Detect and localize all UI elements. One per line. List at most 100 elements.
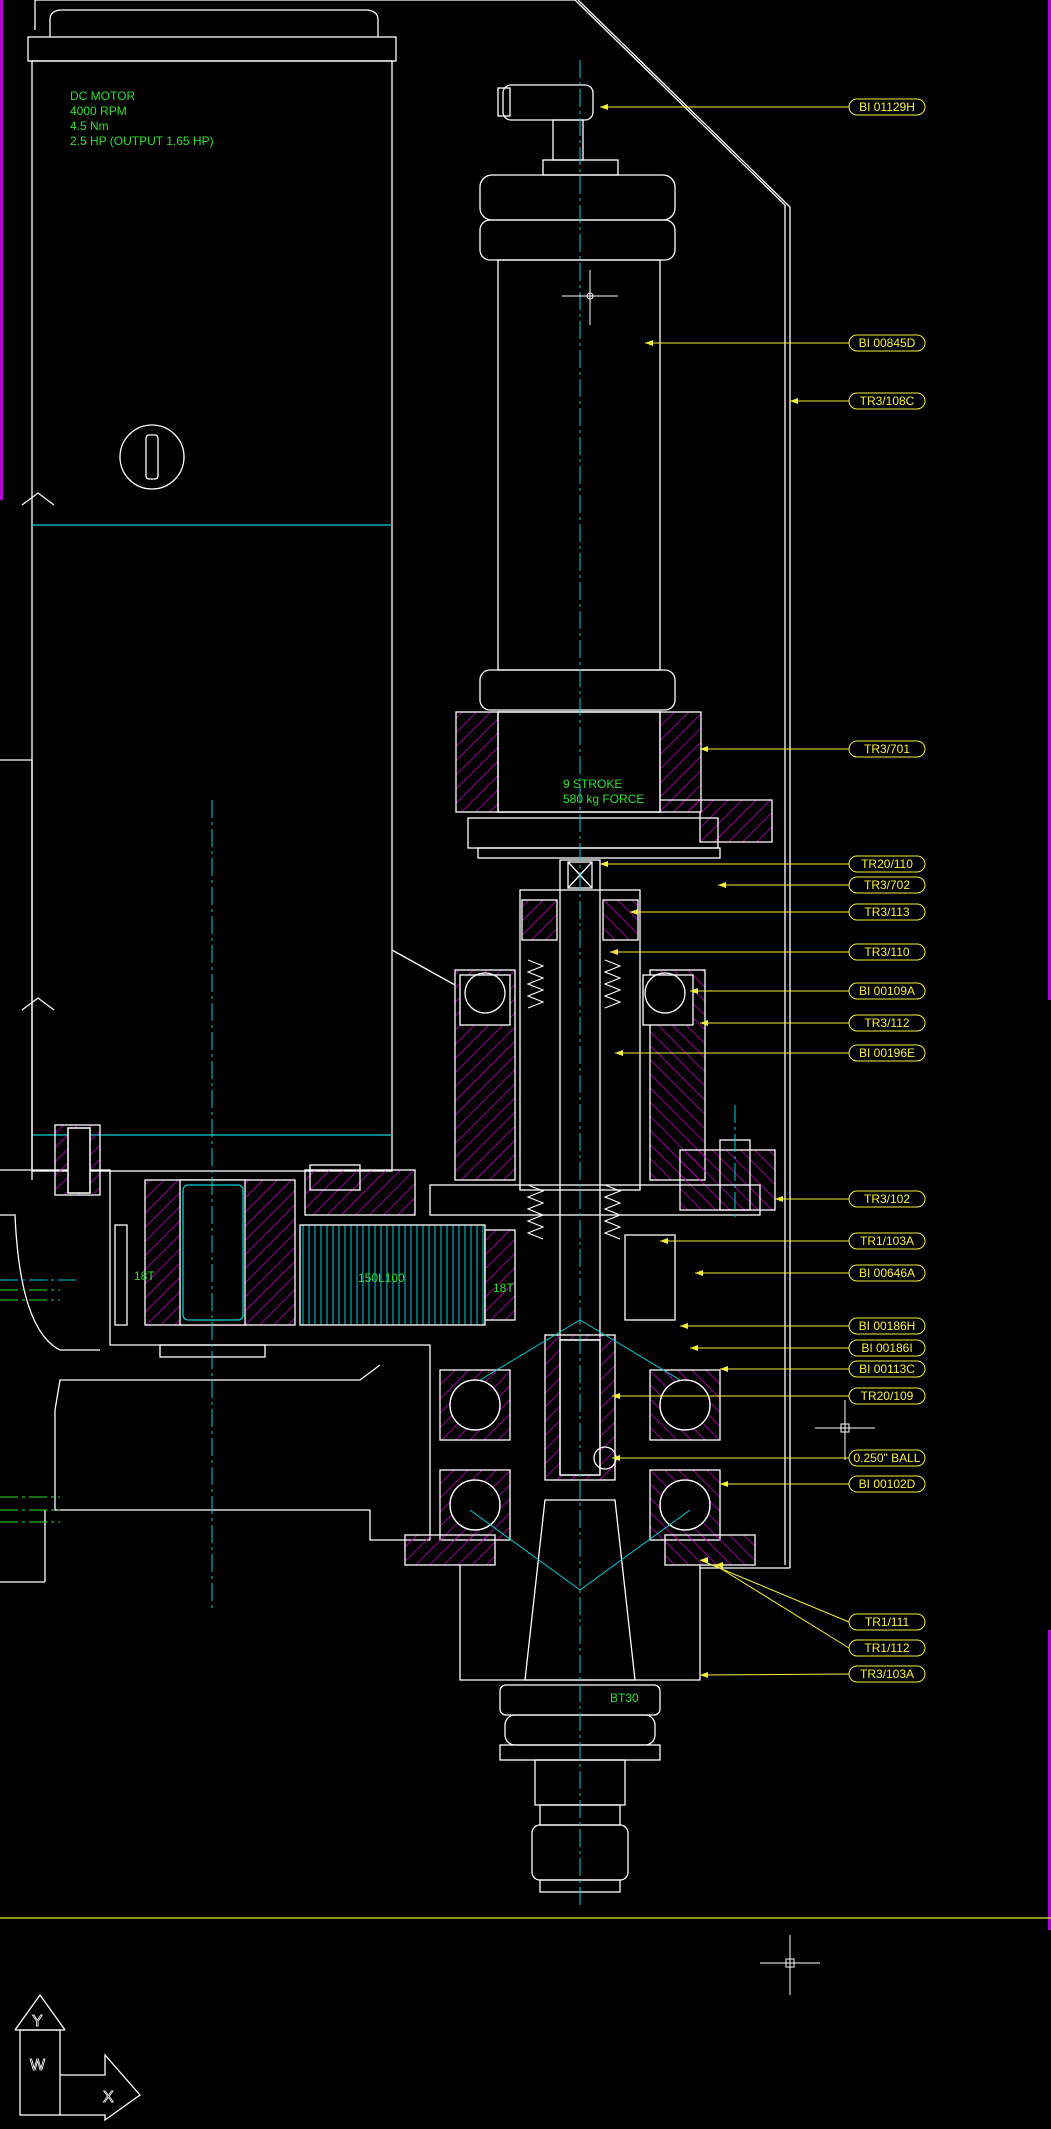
- callout-box: [848, 1665, 926, 1683]
- gear-label-right: 18T: [493, 1281, 514, 1295]
- gear-label-belt: 150L100: [358, 1271, 405, 1285]
- crosshair-markers: [562, 270, 875, 1995]
- lower-spindle: [404, 1334, 756, 1893]
- callout-arrowhead: [720, 1481, 728, 1487]
- callout-label: TR20/110: [861, 857, 913, 871]
- right-edge-accent-lower: [1048, 1630, 1051, 1930]
- ucs-y-label: Y: [32, 2013, 43, 2030]
- callout-arrowhead: [690, 1345, 698, 1351]
- callout-box: [848, 1232, 926, 1250]
- callout-box: [848, 1475, 926, 1493]
- spring-stack: [526, 959, 622, 1240]
- callout-leader: [714, 1564, 850, 1649]
- callout-label: BI 00102D: [859, 1477, 916, 1491]
- callout-box: [848, 1360, 926, 1378]
- left-edge-accent: [0, 0, 3, 500]
- motor-note-3: 4.5 Nm: [70, 119, 109, 133]
- motor-notes: DC MOTOR 4000 RPM 4.5 Nm 2.5 HP (OUTPUT …: [70, 89, 214, 148]
- callout-arrowhead: [612, 1393, 620, 1399]
- callout-label: TR3/702: [864, 878, 910, 892]
- callout-label: TR3/701: [864, 742, 910, 756]
- callout-arrowhead: [700, 746, 708, 752]
- callout-box: [848, 855, 926, 873]
- callout-label: BI 00186H: [859, 1319, 916, 1333]
- callout-label: 0.250" BALL: [854, 1451, 921, 1465]
- callout-box: [848, 1339, 926, 1357]
- callout-leader: [699, 1559, 850, 1623]
- callout-leader: [699, 1673, 850, 1676]
- callout-box: [848, 1613, 926, 1631]
- callout-label: TR3/108C: [860, 394, 915, 408]
- ucs-w-label: W: [30, 2057, 46, 2074]
- callout-arrowhead: [715, 1562, 723, 1568]
- callout-arrowhead: [718, 882, 726, 888]
- callout-box: [848, 1449, 926, 1467]
- callout-label: TR1/103A: [860, 1234, 914, 1248]
- cylinder-note-2: 580 kg FORCE: [563, 792, 644, 806]
- callout-box: [848, 876, 926, 894]
- callout-arrowhead: [680, 1323, 688, 1329]
- callout-label: TR3/103A: [860, 1667, 914, 1681]
- cylinder-note-1: 9 STROKE: [563, 777, 622, 791]
- callout-label: BI 00646A: [859, 1266, 915, 1280]
- callout-arrowhead: [695, 1270, 703, 1276]
- callout-box: [848, 943, 926, 961]
- gear-train: [54, 1124, 676, 1326]
- callout-arrowhead: [645, 340, 653, 346]
- cylinder-notes: 9 STROKE 580 kg FORCE: [563, 777, 644, 806]
- motor-note-1: DC MOTOR: [70, 89, 135, 103]
- pneumatic-cylinder: [455, 84, 773, 859]
- callout-label: TR1/111: [865, 1615, 910, 1629]
- callout-arrowhead: [700, 1020, 708, 1026]
- callout-arrowhead: [600, 104, 608, 110]
- callout-arrowhead: [612, 1455, 620, 1461]
- motor-note-2: 4000 RPM: [70, 104, 127, 118]
- callout-box: [848, 1264, 926, 1282]
- callout-box: [848, 1044, 926, 1062]
- callout-box: [848, 334, 926, 352]
- callout-arrowhead: [690, 988, 698, 994]
- tool-holder-label: BT30: [610, 1691, 639, 1705]
- callout-label: TR3/112: [864, 1016, 909, 1030]
- callout-box: [848, 1387, 926, 1405]
- callout-box: [848, 903, 926, 921]
- callout-label: BI 01129H: [859, 100, 915, 114]
- callout-box: [848, 392, 926, 410]
- callout-box: [848, 982, 926, 1000]
- callout-box: [848, 1317, 926, 1335]
- callout-box: [848, 740, 926, 758]
- callout-label: BI 00113C: [859, 1362, 915, 1376]
- ucs-icon: Y W X: [14, 1993, 141, 2122]
- motor-note-4: 2.5 HP (OUTPUT 1.65 HP): [70, 134, 214, 148]
- callout-label: TR3/113: [864, 905, 909, 919]
- right-edge-accent: [1048, 0, 1051, 1000]
- callout-arrowhead: [630, 909, 638, 915]
- callout-label: BI 00845D: [859, 336, 916, 350]
- callout-arrowhead: [600, 861, 608, 867]
- callout-arrowhead: [610, 949, 618, 955]
- gear-label-left: 18T: [134, 1269, 155, 1283]
- callout-label: TR1/112: [864, 1641, 909, 1655]
- callout-label: TR3/102: [864, 1192, 910, 1206]
- callout-arrowhead: [615, 1050, 623, 1056]
- callout-arrowhead: [720, 1366, 728, 1372]
- ucs-x-label: X: [103, 2089, 114, 2106]
- callout-arrowhead: [700, 1672, 708, 1678]
- callout-group: BI 01129H BI 00845D TR3/108C TR3/701TR20/11…: [600, 98, 926, 1683]
- callout-box: [848, 1190, 926, 1208]
- callout-label: TR20/109: [861, 1389, 914, 1403]
- callout-arrowhead: [790, 398, 798, 404]
- centerlines: [0, 60, 736, 1905]
- callout-box: [848, 1014, 926, 1032]
- callout-label: TR3/110: [864, 945, 909, 959]
- callout-box: [848, 98, 926, 116]
- callout-arrowhead: [660, 1238, 668, 1244]
- callout-label: BI 00109A: [859, 984, 915, 998]
- callout-box: [848, 1639, 926, 1657]
- spindle-housing: [304, 859, 776, 1341]
- callout-label: BI 00196E: [859, 1046, 915, 1060]
- callout-arrowhead: [700, 1557, 708, 1563]
- callout-arrowhead: [775, 1196, 783, 1202]
- callout-label: BI 00186I: [861, 1341, 912, 1355]
